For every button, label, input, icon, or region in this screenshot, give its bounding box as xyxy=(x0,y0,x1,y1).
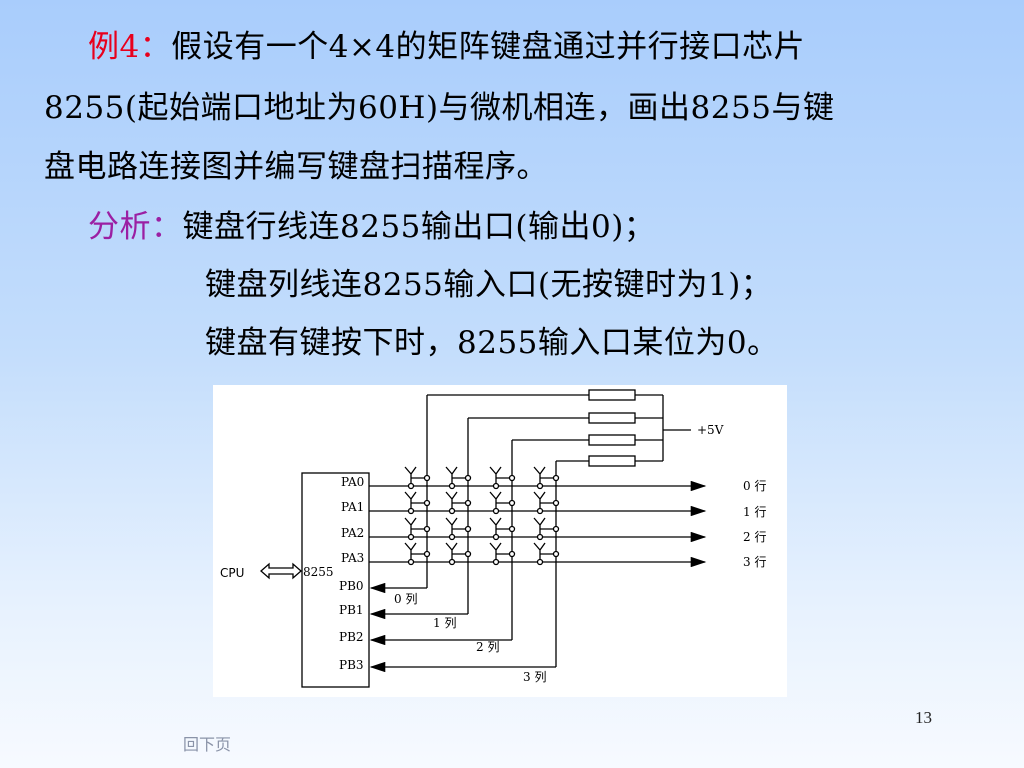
keyboard-circuit-diagram: 8255 CPU PA0 PA1 PA2 PA3 PB0 PB1 PB2 PB3 xyxy=(213,385,787,697)
problem-text-1: 假设有一个4×4的矩阵键盘通过并行接口芯片 xyxy=(171,29,806,65)
pb-port-label: PB0 xyxy=(339,579,364,593)
problem-line-3: 盘电路连接图并编写键盘扫描程序。 xyxy=(44,149,548,185)
pull-up-resistor xyxy=(588,455,636,467)
key-switch xyxy=(445,517,472,541)
column-label: 0 列 xyxy=(394,592,417,606)
cpu-bus-arrow xyxy=(260,562,302,580)
chip-8255-box xyxy=(301,472,370,688)
analysis-line-2: 键盘列线连8255输入口(无按键时为1)； xyxy=(205,267,773,303)
pa-port-label: PA3 xyxy=(341,551,364,565)
pa-port-label: PA0 xyxy=(341,475,364,489)
pull-up-resistor xyxy=(588,434,636,446)
pa-port-label: PA1 xyxy=(341,500,364,514)
problem-line-1: 例4：假设有一个4×4的矩阵键盘通过并行接口芯片 xyxy=(88,27,805,67)
key-switch xyxy=(489,491,516,515)
pull-up-resistor xyxy=(588,389,636,401)
supply-label: +5V xyxy=(697,423,724,437)
pa-port-label: PA2 xyxy=(341,526,364,540)
key-switch xyxy=(445,491,472,515)
problem-label: 例4： xyxy=(88,29,172,65)
key-switch xyxy=(489,466,516,490)
column-label: 2 列 xyxy=(476,640,499,654)
key-switch xyxy=(404,542,431,566)
key-switch xyxy=(445,542,472,566)
analysis-line-3: 键盘有键按下时，8255输入口某位为0。 xyxy=(205,325,779,361)
key-switch xyxy=(404,491,431,515)
key-switch xyxy=(445,466,472,490)
key-switch xyxy=(533,542,560,566)
key-switch xyxy=(404,517,431,541)
analysis-label: 分析： xyxy=(88,209,183,245)
cpu-label: CPU xyxy=(220,566,244,580)
key-switch xyxy=(533,466,560,490)
key-switch xyxy=(489,517,516,541)
analysis-line-1: 分析：键盘行线连8255输出口(输出0)； xyxy=(88,207,655,247)
key-switch xyxy=(533,517,560,541)
key-switch xyxy=(489,542,516,566)
row-label: 2 行 xyxy=(743,530,766,544)
row-label: 1 行 xyxy=(743,505,766,519)
row-label: 0 行 xyxy=(743,479,766,493)
key-switch xyxy=(533,491,560,515)
pull-up-resistor xyxy=(588,412,636,424)
circuit-svg: 8255 CPU PA0 PA1 PA2 PA3 PB0 PB1 PB2 PB3 xyxy=(220,389,766,688)
analysis-text-1: 键盘行线连8255输出口(输出0)； xyxy=(182,209,656,245)
back-link[interactable]: 回下页 xyxy=(183,735,232,754)
row-label: 3 行 xyxy=(743,555,766,569)
column-label: 3 列 xyxy=(523,670,546,684)
pb-port-label: PB1 xyxy=(339,603,364,617)
pb-port-label: PB2 xyxy=(339,630,364,644)
column-label: 1 列 xyxy=(433,616,456,630)
pb-port-label: PB3 xyxy=(339,658,364,672)
page-number: 13 xyxy=(915,708,932,727)
chip-label: 8255 xyxy=(303,565,334,579)
key-switch xyxy=(404,466,431,490)
key-switch-matrix xyxy=(404,466,560,566)
problem-line-2: 8255(起始端口地址为60H)与微机相连，画出8255与键 xyxy=(44,90,835,126)
